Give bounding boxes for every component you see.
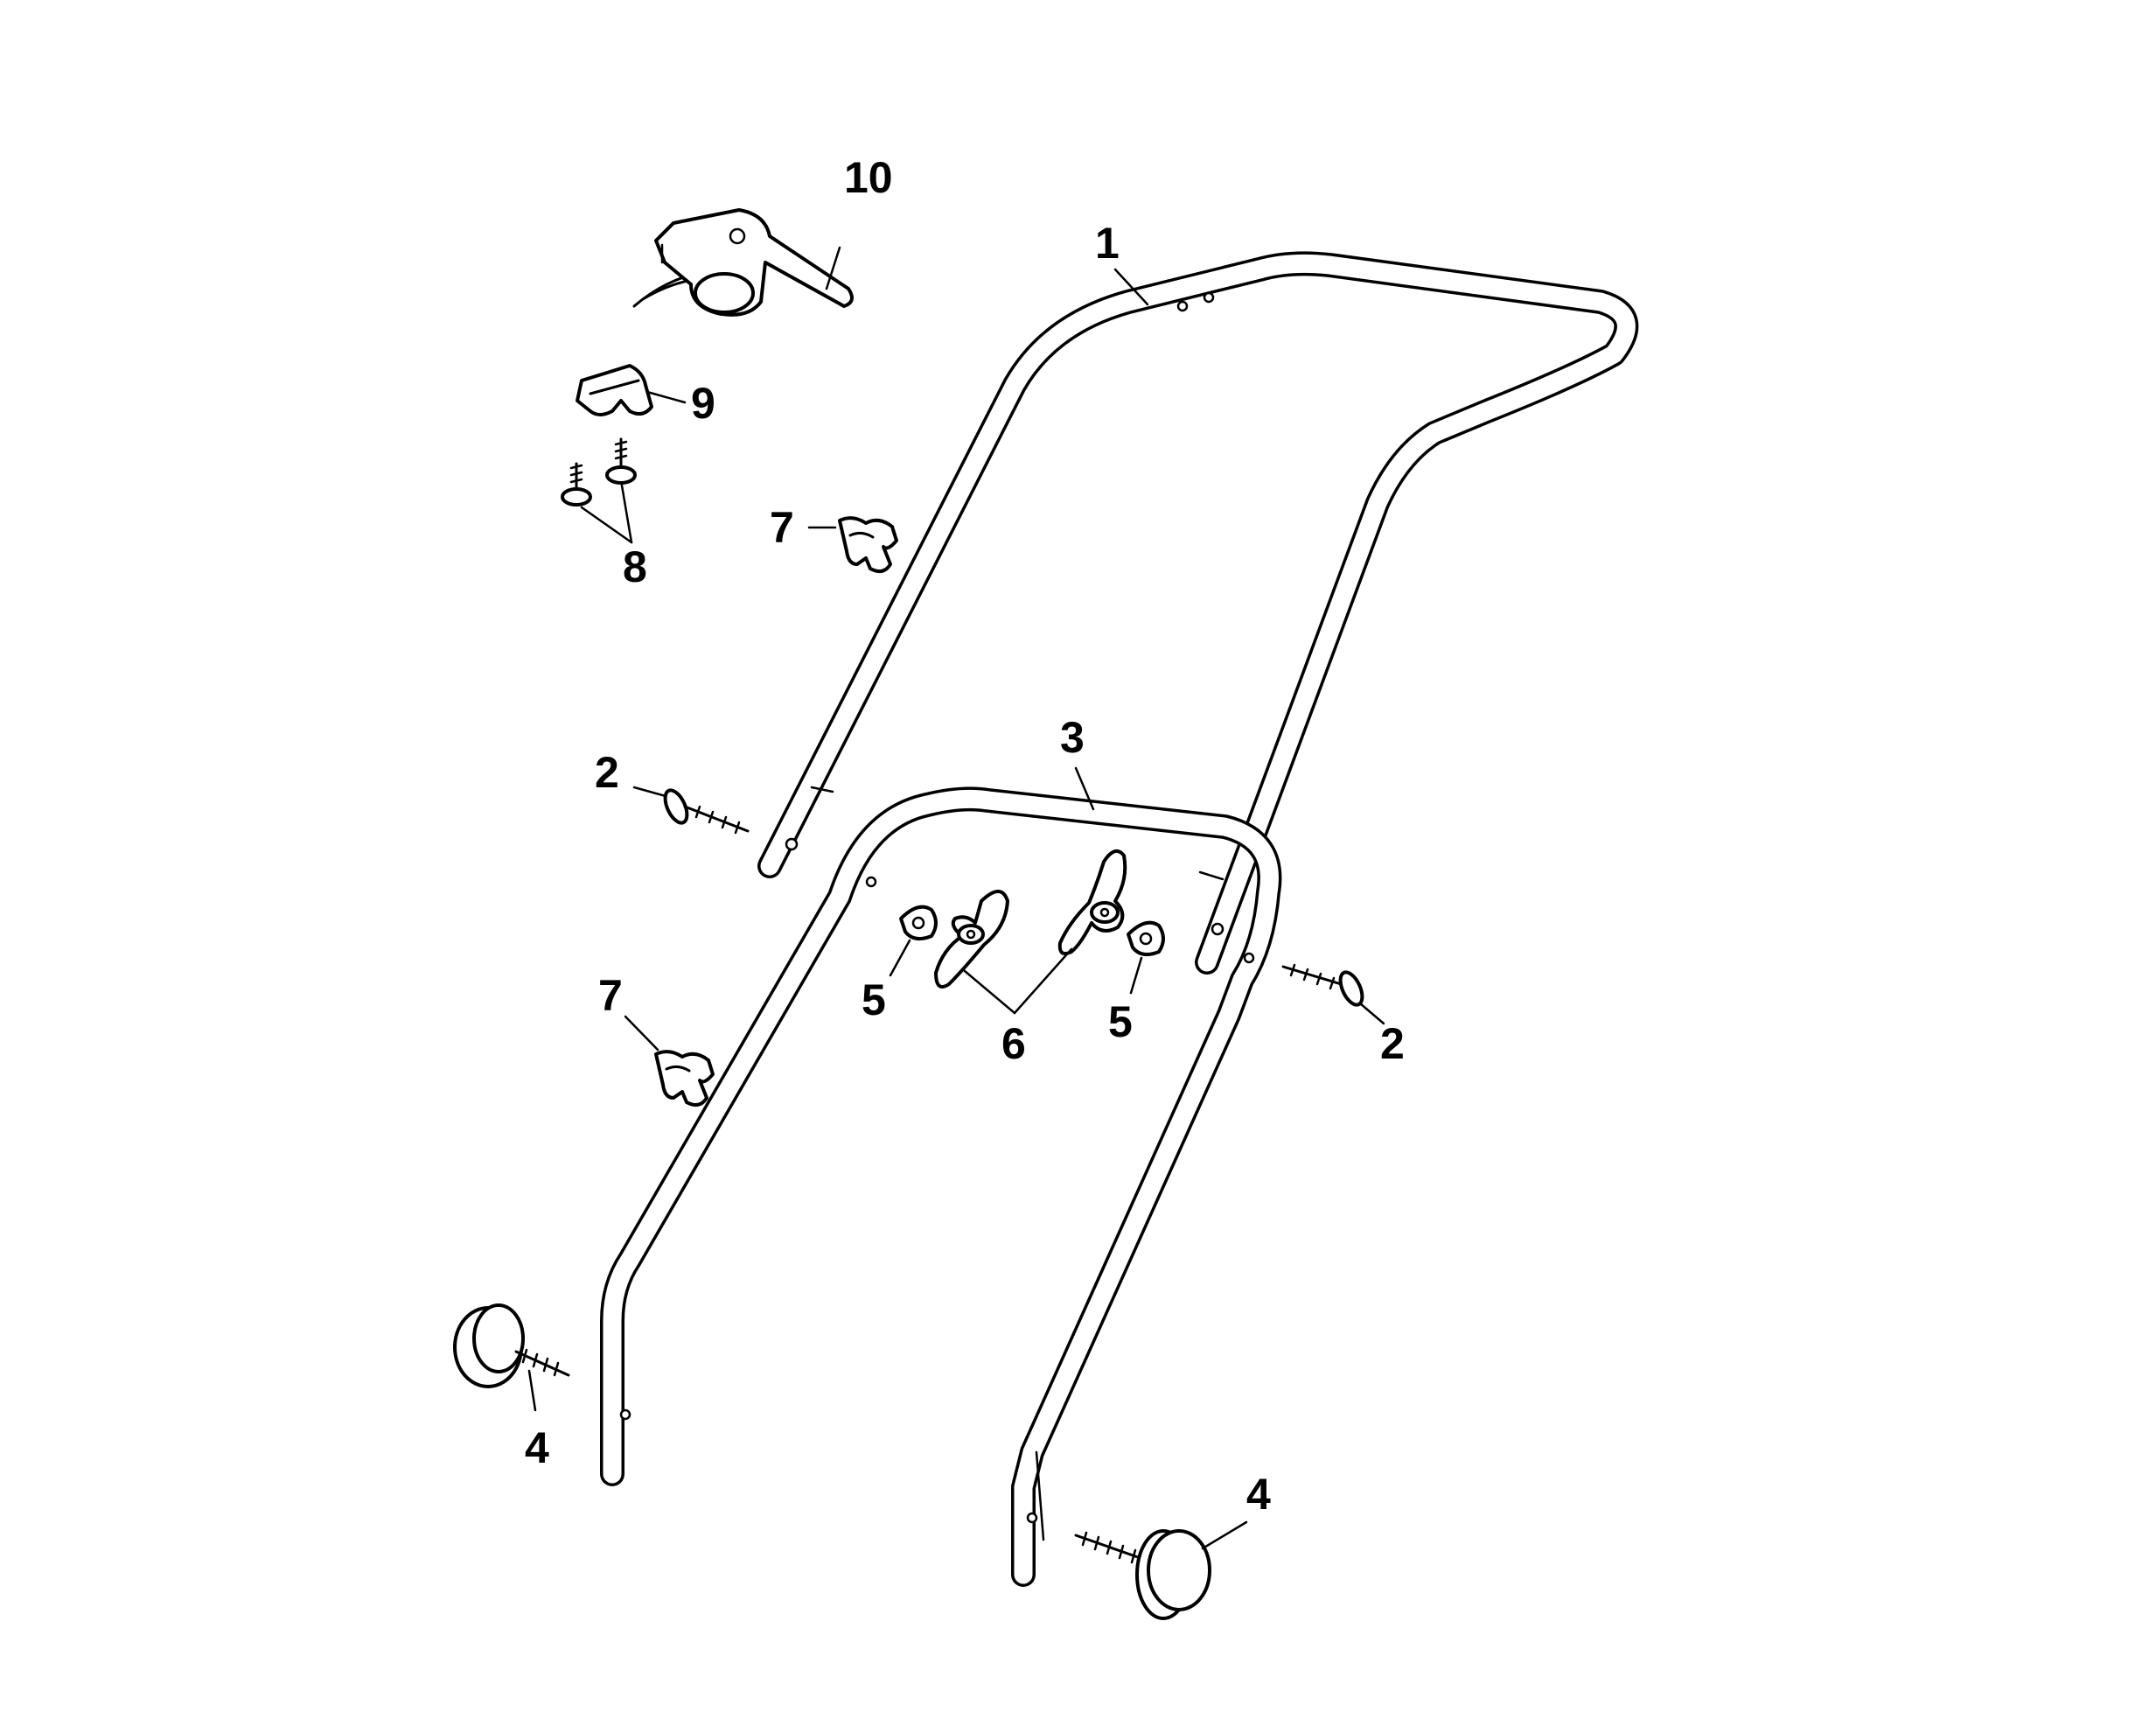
callout-2-right: 2 (1380, 1019, 1405, 1068)
callout-4-right: 4 (1246, 1470, 1271, 1519)
washer-left-part-5 (889, 905, 938, 977)
upper-handle-part-1 (757, 251, 1639, 975)
callout-5-right: 5 (1108, 997, 1133, 1046)
wing-knob-right-part-6 (1057, 849, 1127, 955)
callout-5-left: 5 (862, 975, 886, 1024)
screws-part-8 (561, 437, 637, 544)
callout-8: 8 (623, 542, 647, 591)
bolt-right-part-2 (1281, 963, 1385, 1025)
callout-7-lower: 7 (598, 971, 623, 1020)
callout-4-left: 4 (525, 1423, 549, 1472)
callout-6: 6 (1001, 1019, 1026, 1068)
leader-line-part-3 (1074, 766, 1095, 811)
leader-lines-part-6 (963, 947, 1073, 1015)
washer-right-part-5 (1127, 920, 1165, 995)
leader-line-part-1 (1113, 268, 1149, 306)
lower-handle-part-3 (600, 786, 1282, 1587)
cable-clip-lower-part-7 (624, 1015, 715, 1108)
bolt-left-part-2 (632, 786, 750, 835)
callout-10: 10 (844, 153, 893, 202)
callout-7-upper: 7 (770, 503, 794, 552)
cable-clip-upper-part-7 (807, 516, 898, 574)
clip-part-9 (576, 364, 687, 416)
callout-1: 1 (1095, 219, 1120, 268)
handle-knob-left-part-4 (453, 1303, 570, 1412)
cable-clamp-part-10 (632, 208, 854, 317)
callout-9: 9 (691, 379, 715, 428)
wing-knob-left-part-6 (934, 890, 1009, 989)
callout-3: 3 (1060, 713, 1085, 762)
handle-knob-right-part-4 (1074, 1520, 1248, 1620)
callout-2-left: 2 (595, 748, 619, 797)
